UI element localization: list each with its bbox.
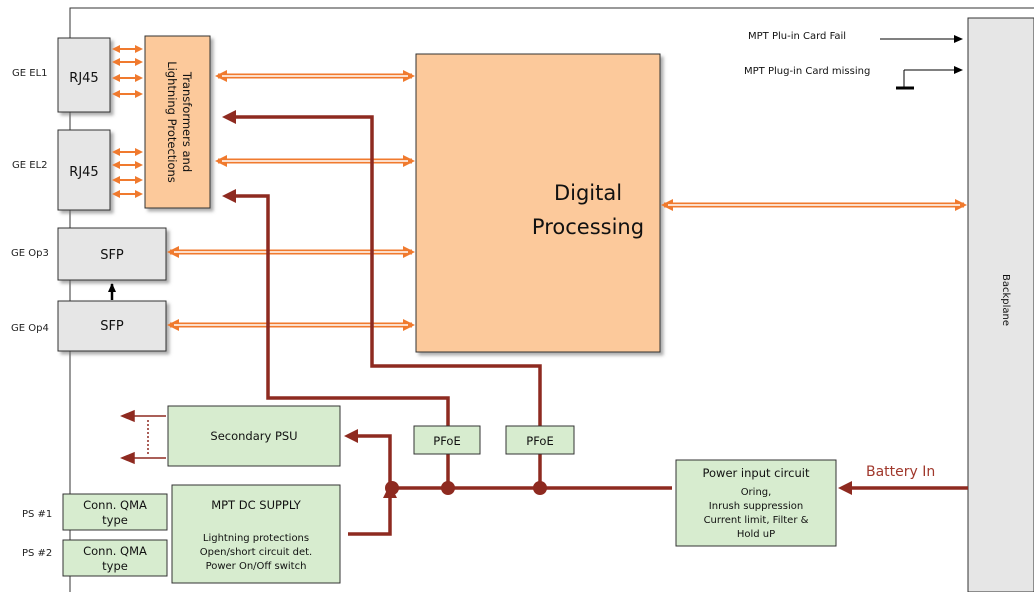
label-ge-op4: GE Op4: [11, 323, 49, 334]
conn-qma-1-line2: type: [102, 513, 128, 527]
power-lines: [222, 110, 968, 536]
svg-text:Lightning Protections: Lightning Protections: [165, 61, 179, 183]
label-ge-el2: GE EL2: [12, 160, 48, 171]
sfp-box-2: [57, 300, 167, 352]
conn-qma-2-line1: Conn. QMA: [83, 544, 147, 558]
power-input-line2: Inrush suppression: [709, 501, 803, 512]
rj45-label-1: RJ45: [69, 71, 98, 86]
rj45-label-2: RJ45: [69, 165, 98, 180]
transformers-box: [144, 35, 211, 209]
sfp-label-1: SFP: [100, 248, 124, 263]
pfoe-label-2: PFoE: [526, 434, 553, 448]
rj45-1-links: [112, 45, 143, 98]
battery-in-label: Battery In: [866, 464, 935, 480]
transformers-label: Transformers and Lightning Protections: [165, 61, 194, 183]
conn-qma-box-2: [62, 539, 168, 577]
pfoe-box-1: [413, 425, 481, 455]
power-input-line1: Oring,: [741, 487, 772, 498]
mpt-dc-title: MPT DC SUPPLY: [211, 498, 302, 512]
card-fail-label: MPT Plu-in Card Fail: [748, 31, 846, 42]
digital-processing-box: [415, 53, 661, 353]
power-input-title: Power input circuit: [703, 466, 810, 480]
mpt-dc-line1: Lightning protections: [203, 533, 309, 544]
conn-qma-2-line2: type: [102, 559, 128, 573]
sfp-box-1: [57, 227, 167, 281]
card-missing-arrow: [896, 66, 963, 90]
pfoe-box-2: [505, 425, 575, 455]
backplane-box: [967, 17, 1034, 592]
secondary-psu-outputs: [120, 409, 166, 465]
label-ge-el1: GE EL1: [12, 68, 48, 79]
label-ps1: PS #1: [22, 509, 52, 520]
power-input-line4: Hold uP: [737, 529, 775, 540]
mpt-dc-line3: Power On/Off switch: [206, 561, 307, 572]
rj45-box-2: [57, 129, 111, 211]
label-ge-op3: GE Op3: [11, 248, 49, 259]
rj45-2-links: [112, 148, 143, 198]
digital-label-2: Processing: [532, 215, 644, 239]
card-outline: [69, 7, 1034, 592]
card-missing-label: MPT Plug-in Card missing: [744, 66, 870, 77]
conn-qma-1-line1: Conn. QMA: [83, 498, 147, 512]
pfoe-label-1: PFoE: [433, 434, 460, 448]
conn-qma-box-1: [62, 493, 168, 531]
power-input-line3: Current limit, Filter &: [704, 515, 809, 526]
secondary-psu-label: Secondary PSU: [210, 429, 297, 443]
label-ps2: PS #2: [22, 548, 52, 559]
bus-junctions: [385, 481, 547, 495]
power-input-box: [675, 459, 837, 547]
sfp-label-2: SFP: [100, 319, 124, 334]
backplane-label: Backplane: [1000, 274, 1011, 326]
digital-label-1: Digital: [554, 181, 622, 205]
mpt-dc-line2: Open/short circuit det.: [200, 547, 312, 558]
mpt-dc-supply-box: [171, 484, 341, 584]
rj45-box-1: [57, 37, 111, 113]
svg-text:Transformers and: Transformers and: [180, 71, 194, 172]
secondary-psu-box: [167, 405, 341, 467]
